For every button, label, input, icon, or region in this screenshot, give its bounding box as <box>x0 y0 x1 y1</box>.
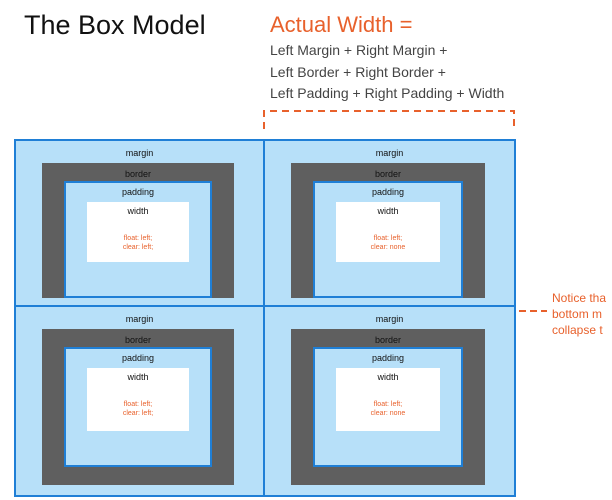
content-area: width float: left; clear: none <box>336 368 440 431</box>
padding-area: padding width float: left; clear: left; <box>64 347 212 467</box>
box-model-cell: margin border padding width float: left;… <box>14 139 265 307</box>
box-grid: margin border padding width float: left;… <box>14 139 516 497</box>
border-label: border <box>124 335 151 345</box>
border-area: border padding width float: left; clear:… <box>42 163 234 298</box>
padding-label: padding <box>371 353 405 363</box>
border-label: border <box>124 169 151 179</box>
box-model-cell: margin border padding width float: left;… <box>14 305 265 497</box>
box-model-cell: margin border padding width float: left;… <box>263 139 516 307</box>
clear-rule: clear: none <box>370 410 406 417</box>
float-rule: float: left; <box>123 235 153 242</box>
margin-label: margin <box>375 314 404 324</box>
border-area: border padding width float: left; clear:… <box>291 329 485 485</box>
border-area: border padding width float: left; clear:… <box>291 163 485 298</box>
clear-rule: clear: left; <box>122 410 154 417</box>
border-label: border <box>374 335 401 345</box>
content-area: width float: left; clear: none <box>336 202 440 262</box>
padding-label: padding <box>121 187 155 197</box>
float-rule: float: left; <box>373 235 403 242</box>
content-area: width float: left; clear: left; <box>87 368 189 431</box>
content-area: width float: left; clear: left; <box>87 202 189 262</box>
formula-heading: Actual Width = <box>270 12 413 37</box>
clear-rule: clear: none <box>370 244 406 251</box>
padding-area: padding width float: left; clear: none <box>313 347 463 467</box>
border-area: border padding width float: left; clear:… <box>42 329 234 485</box>
padding-area: padding width float: left; clear: left; <box>64 181 212 298</box>
diagram-title: The Box Model <box>24 10 206 40</box>
formula-line-margin: Left Margin + Right Margin + <box>270 42 448 58</box>
border-label: border <box>374 169 401 179</box>
css-rule: float: left; clear: left; <box>87 234 189 252</box>
css-rule: float: left; clear: left; <box>87 400 189 418</box>
width-label: width <box>127 206 149 216</box>
padding-label: padding <box>121 353 155 363</box>
float-rule: float: left; <box>123 401 153 408</box>
width-bracket <box>263 110 515 129</box>
margin-collapse-note: Notice tha bottom m collapse t <box>552 290 606 338</box>
css-rule: float: left; clear: none <box>336 234 440 252</box>
box-model-cell: margin border padding width float: left;… <box>263 305 516 497</box>
margin-label: margin <box>375 148 404 158</box>
padding-area: padding width float: left; clear: none <box>313 181 463 298</box>
width-label: width <box>377 372 399 382</box>
float-rule: float: left; <box>373 401 403 408</box>
formula-line-border: Left Border + Right Border + <box>270 64 446 80</box>
width-label: width <box>377 206 399 216</box>
formula-line-padding: Left Padding + Right Padding + Width <box>270 85 505 101</box>
margin-label: margin <box>125 314 154 324</box>
css-rule: float: left; clear: none <box>336 400 440 418</box>
margin-label: margin <box>125 148 154 158</box>
note-line: collapse t <box>552 323 603 337</box>
width-label: width <box>127 372 149 382</box>
note-line: bottom m <box>552 307 603 321</box>
clear-rule: clear: left; <box>122 244 154 251</box>
padding-label: padding <box>371 187 405 197</box>
note-line: Notice tha <box>552 291 607 305</box>
